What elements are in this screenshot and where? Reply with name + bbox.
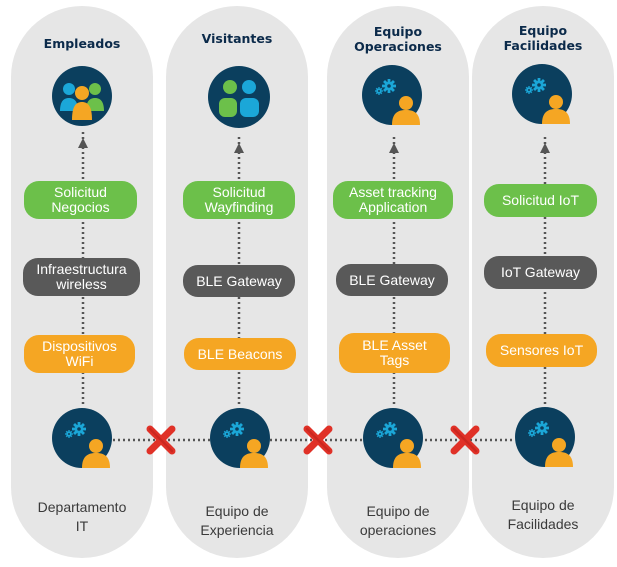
person-gear-icon [515, 407, 575, 467]
column-title: Empleados [43, 36, 121, 51]
arrow-up-icon [234, 143, 244, 153]
footer-equipo-experiencia: Equipo de Experiencia [200, 503, 274, 538]
person-gear-icon [52, 408, 112, 468]
column-title: Equipo Operaciones [354, 24, 442, 54]
pill-dispositivos-wifi: Dispositivos WiFi [24, 335, 135, 373]
employees-icon [52, 66, 112, 126]
person-gear-icon [512, 64, 572, 124]
pill-solicitud-wayfinding: Solicitud Wayfinding [183, 181, 295, 219]
footer-equipo-operaciones: Equipo de operaciones [359, 503, 437, 538]
pill-solicitud-iot: Solicitud IoT [484, 184, 597, 217]
person-gear-icon [362, 65, 422, 125]
arrow-up-icon [389, 143, 399, 153]
pill-infraestructura-wireless: Infraestructura wireless [23, 258, 140, 296]
pill-ble-asset-tags: BLE Asset Tags [339, 333, 450, 373]
arrow-up-icon [78, 138, 88, 148]
pill-ble-gateway: BLE Gateway [183, 265, 295, 297]
column-title: Visitantes [201, 31, 273, 46]
pill-iot-gateway: IoT Gateway [484, 256, 597, 289]
person-gear-icon [210, 408, 270, 468]
group-people-icon [208, 66, 270, 128]
arrow-up-icon [540, 143, 550, 153]
column-title: Equipo Facilidades [503, 23, 583, 53]
footer-equipo-facilidades: Equipo de Facilidades [507, 497, 579, 532]
pill-asset-tracking: Asset tracking Application [333, 181, 453, 219]
person-gear-icon [363, 408, 423, 468]
footer-departamento-it: Departamento IT [37, 499, 127, 534]
pill-solicitud-negocios: Solicitud Negocios [24, 181, 137, 219]
pill-ble-beacons: BLE Beacons [184, 338, 296, 370]
red-x-icon [454, 429, 476, 451]
pill-sensores-iot: Sensores IoT [486, 334, 597, 367]
pill-ble-gateway: BLE Gateway [336, 264, 448, 296]
